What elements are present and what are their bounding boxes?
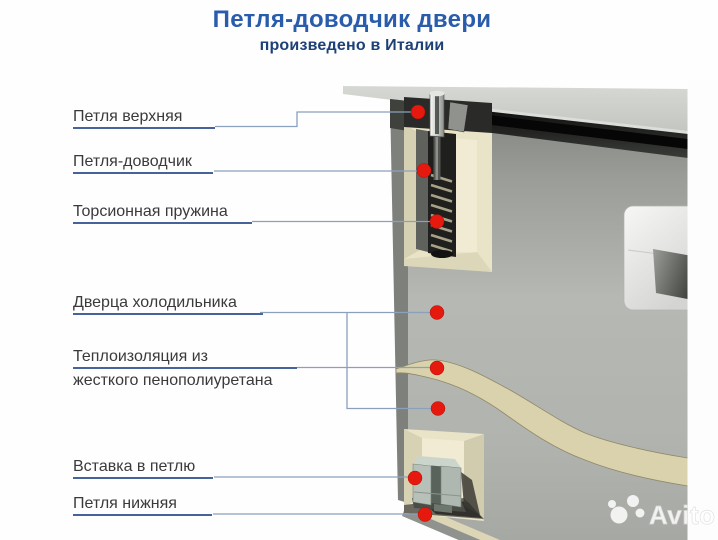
door-left-edge-shadow xyxy=(390,99,408,131)
door-handle-recess xyxy=(653,249,698,301)
label-door-closer-hinge: Петля-доводчик xyxy=(73,152,213,174)
marker-dots xyxy=(407,104,446,522)
connector-bracket xyxy=(346,312,431,410)
header: Петля-доводчик двери произведено в Итали… xyxy=(0,6,704,55)
marker-dot xyxy=(429,214,445,229)
page-subtitle: произведено в Италии xyxy=(259,37,445,54)
marker-dot xyxy=(410,104,426,120)
marker-dot xyxy=(430,401,446,416)
top-hinge-recess xyxy=(404,125,492,272)
marker-dot xyxy=(429,360,445,376)
door-left-edge xyxy=(390,99,408,503)
avito-watermark: Avito xyxy=(608,495,716,530)
label-fridge-door: Дверца холодильника xyxy=(73,293,263,315)
avito-logo-icon xyxy=(608,495,645,524)
bottom-hinge-recess xyxy=(404,429,484,521)
label-hinge-insert: Вставка в петлю xyxy=(73,457,213,479)
page-title: Петля-доводчик двери xyxy=(212,6,492,33)
hinge-insert xyxy=(412,456,466,513)
marker-dot xyxy=(429,305,445,320)
connector-top-hinge xyxy=(215,111,411,128)
marker-dot xyxy=(407,470,423,486)
closer-arm xyxy=(446,110,688,149)
top-hinge-bracket xyxy=(404,97,492,133)
label-torsion-spring: Торсионная пружина xyxy=(73,202,252,224)
connector-lines xyxy=(213,111,431,515)
recess-back-panel xyxy=(416,129,428,252)
label-top-hinge: Петля верхняя xyxy=(73,107,215,129)
top-hinge-pin xyxy=(429,90,469,180)
marker-dot xyxy=(417,507,433,522)
marker-dot xyxy=(416,163,432,178)
avito-watermark-text: Avito xyxy=(649,500,716,530)
door-handle xyxy=(623,205,699,311)
background-right xyxy=(687,80,718,540)
label-bottom-hinge: Петля нижняя xyxy=(73,494,212,516)
